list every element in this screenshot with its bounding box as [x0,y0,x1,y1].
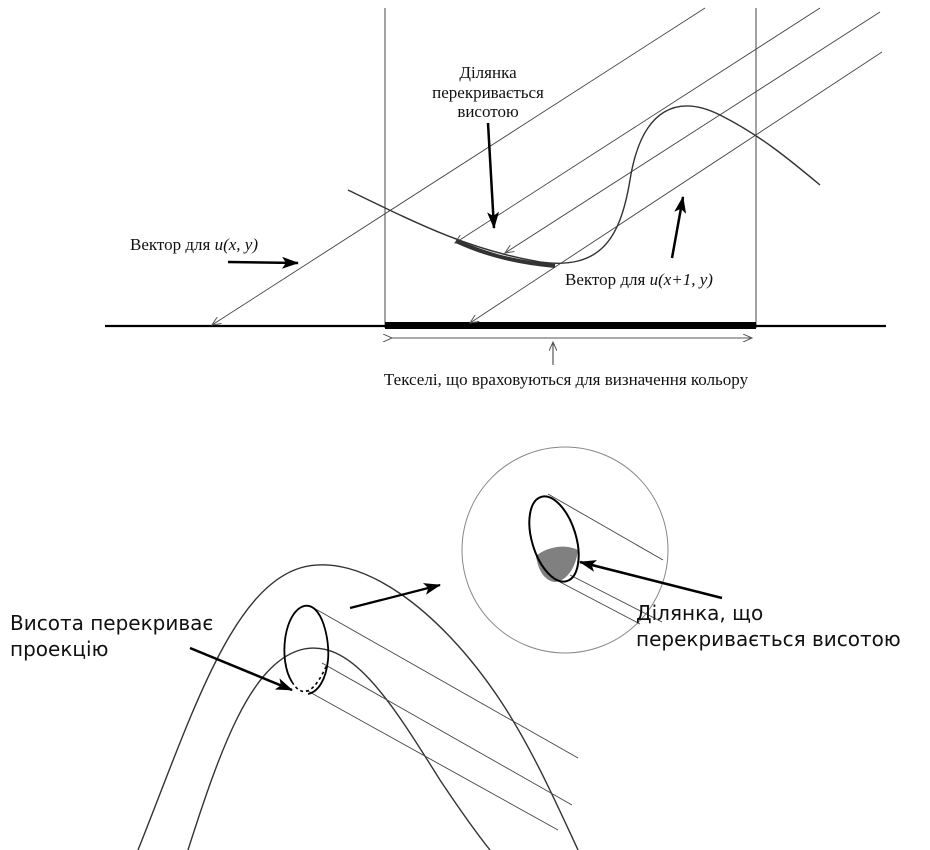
overlap-label-line3: висотою [457,102,519,121]
vector-u-pointer-arrow [227,256,299,269]
bottom-diagram: Висота перекриває проекцію Ділянка, що п… [10,446,901,850]
top-diagram: Ділянка перекривається висотою Вектор дл… [105,7,886,389]
vector-u1-pointer-arrow [670,196,687,259]
vector-u1-label: Вектор для u(x+1, y) [565,270,713,289]
shaded-overlap-region [536,546,578,582]
overlap-segment [455,239,556,268]
overlap-label-line2: перекривається [432,83,544,102]
vector-u-label-func: u(x, y) [215,235,259,254]
region-pointer-arrow [579,560,723,600]
magnifier-circle [461,446,669,654]
magnifier-rays [547,493,664,625]
region-label-line2: перекривається висотою [636,627,901,651]
height-overlaps-label-line2: проекцію [10,637,108,661]
height-overlaps-label-line1: Висота перекриває [10,611,213,635]
region-label-line1: Ділянка, що [636,601,763,625]
view-rays [212,7,883,325]
texels-label: Текселі, що враховуються для визначення … [384,370,749,389]
zoom-pointer-arrow [349,583,441,610]
texel-segment [385,322,756,329]
magnified-ellipse [528,495,580,583]
bottom-view-rays [305,606,579,831]
overlap-pointer-arrow [486,122,500,229]
outer-bump-curve [137,564,579,850]
projection-ellipse [283,605,330,695]
vector-u-label-prefix: Вектор для [130,235,215,254]
vector-u1-label-prefix: Вектор для [565,270,650,289]
height-overlap-pointer-arrow [189,646,293,692]
vector-u1-label-func: u(x+1, y) [650,270,714,289]
height-field-curve [347,105,821,264]
vector-u-label: Вектор для u(x, y) [130,235,258,254]
inner-bump-curve [187,647,491,850]
projection-ellipse-hidden [291,661,329,693]
overlap-label-line1: Ділянка [459,63,517,82]
